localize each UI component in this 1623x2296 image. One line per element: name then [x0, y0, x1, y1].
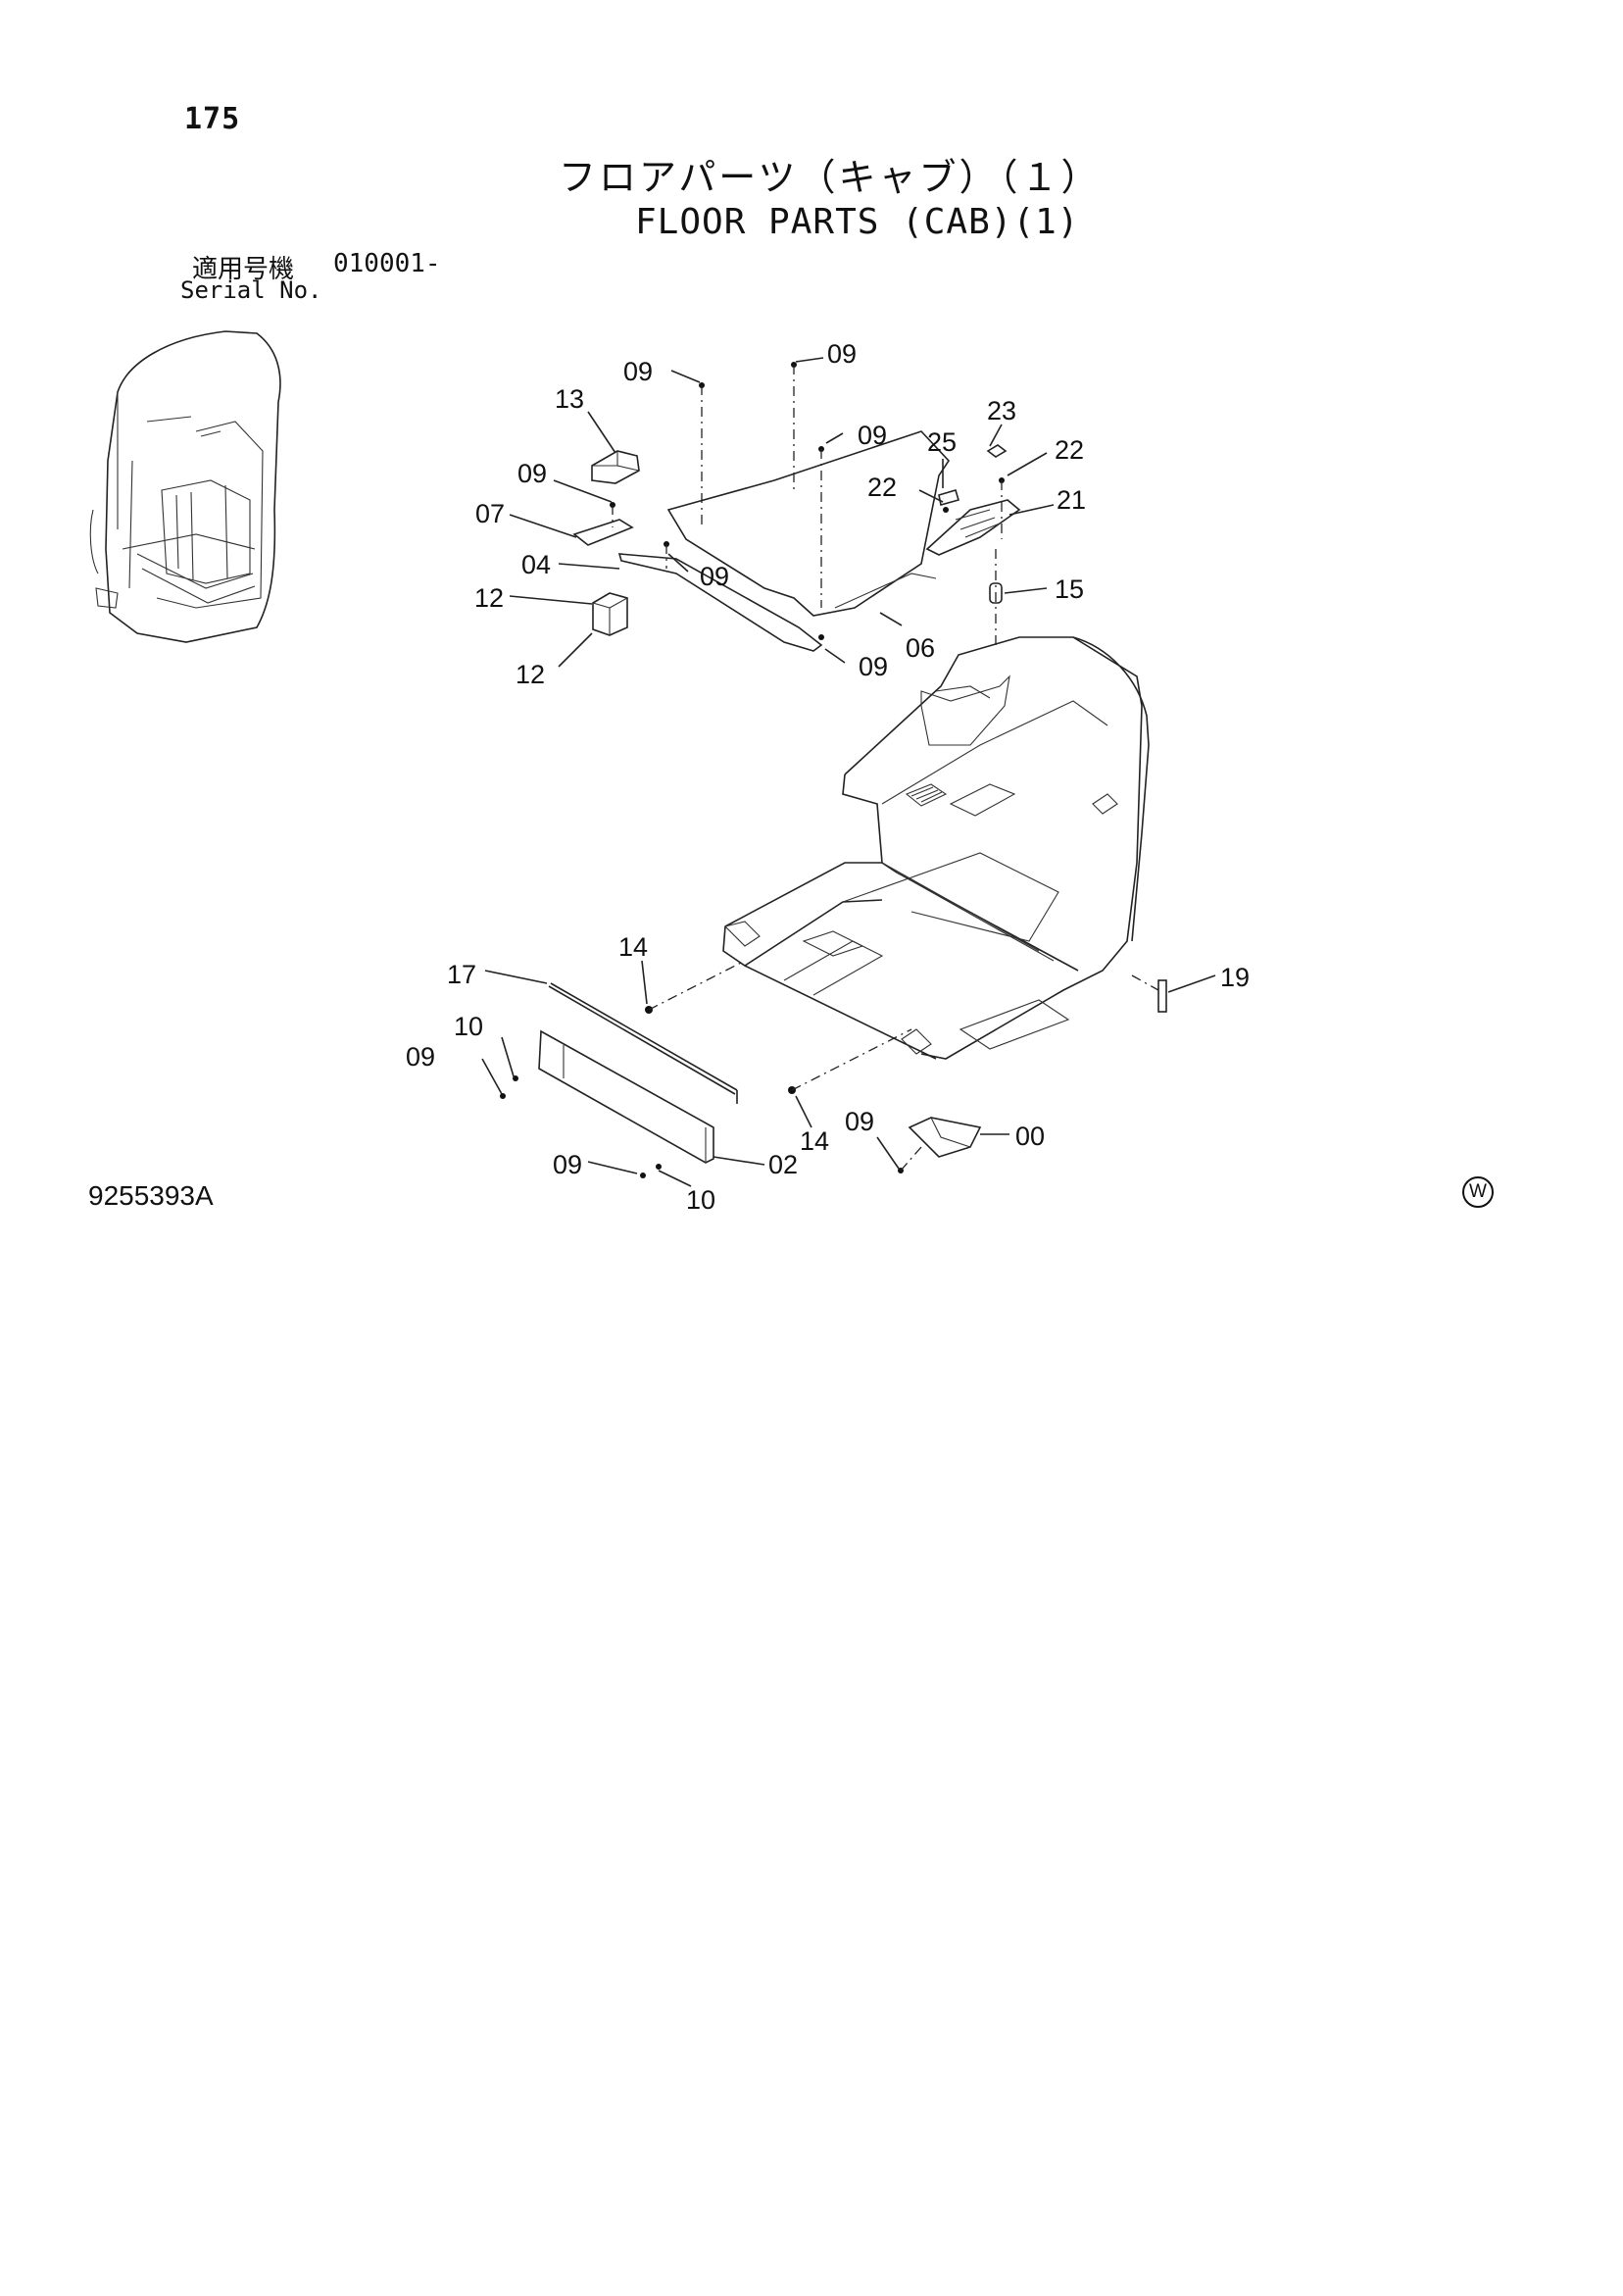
callout-12: 12: [474, 583, 504, 613]
title-english: FLOOR PARTS (CAB)(1): [635, 202, 1080, 242]
callout-15: 15: [1055, 574, 1084, 604]
leader-lines: [481, 357, 1216, 1187]
callout-09: 09: [845, 1107, 874, 1136]
callout-14: 14: [800, 1126, 829, 1156]
callout-09: 09: [858, 421, 887, 450]
serial-number-value: 010001-: [333, 249, 441, 278]
cab-overview-thumbnail: [89, 330, 281, 643]
callout-21: 21: [1057, 485, 1086, 515]
callout-09: 09: [553, 1150, 582, 1179]
callout-09: 09: [623, 357, 653, 386]
document-code: 9255393A: [88, 1180, 214, 1211]
callout-22: 22: [867, 473, 897, 502]
callout-10: 10: [686, 1185, 715, 1215]
callout-19: 19: [1220, 963, 1250, 992]
callout-23: 23: [987, 396, 1016, 425]
callout-09: 09: [859, 652, 888, 681]
callout-09: 09: [517, 459, 547, 488]
floor-frame-drawing: [722, 636, 1150, 1060]
callout-17: 17: [447, 960, 476, 989]
callout-14: 14: [618, 932, 648, 962]
callout-12: 12: [516, 660, 545, 689]
serial-label-english: Serial No.: [180, 276, 322, 304]
callout-22: 22: [1055, 435, 1084, 465]
callout-09: 09: [406, 1042, 435, 1072]
w-badge-icon: W: [1462, 1176, 1494, 1208]
callout-labels: 09 09 09 13 23 25 22 22 09 21 07 04 09 1…: [406, 339, 1250, 1215]
callout-25: 25: [927, 427, 957, 457]
callout-00: 00: [1015, 1122, 1045, 1151]
lower-parts: [500, 960, 1167, 1178]
callout-13: 13: [555, 384, 584, 414]
serial-label-japanese: 適用号機: [192, 255, 295, 284]
callout-07: 07: [475, 499, 505, 528]
exploded-parts-diagram: 09 09 09 13 23 25 22 22 09 21 07 04 09 1…: [89, 330, 1250, 1215]
callout-09: 09: [700, 562, 729, 591]
callout-06: 06: [906, 633, 935, 663]
title-japanese: フロアパーツ（キャブ）（１）: [559, 156, 1102, 199]
callout-02: 02: [768, 1150, 798, 1179]
page-number: 175: [184, 102, 241, 136]
callout-10: 10: [454, 1012, 483, 1041]
callout-04: 04: [521, 550, 551, 579]
callout-09: 09: [827, 339, 857, 369]
floor-mat-parts: [572, 362, 1021, 652]
